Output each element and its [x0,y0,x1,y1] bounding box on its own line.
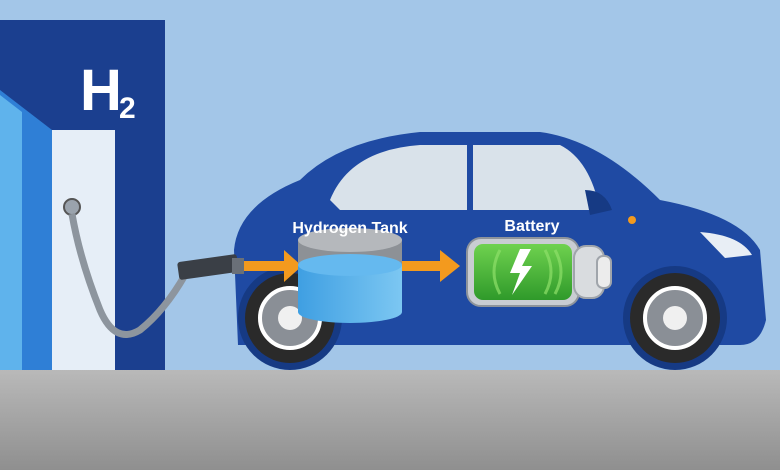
front-wheel [623,266,727,370]
arrow-to-battery [402,250,460,282]
hydrogen-tank-label: Hydrogen Tank [292,220,407,237]
battery-label: Battery [504,218,559,235]
headlight [700,232,752,258]
lightning-bolt-icon [510,249,532,295]
hose-socket [63,198,81,216]
fuel-hose [68,213,189,338]
car-window [330,145,600,210]
h2-subscript: 2 [119,92,136,125]
hydrogen-tank-icon [298,228,402,323]
arrow-to-tank [244,250,302,282]
side-mirror [585,190,612,215]
h2-label: H [80,58,122,123]
hydrogen-station: H 2 [0,20,165,370]
battery-icon [466,237,612,307]
ground [0,370,780,470]
fuel-nozzle [177,254,244,280]
